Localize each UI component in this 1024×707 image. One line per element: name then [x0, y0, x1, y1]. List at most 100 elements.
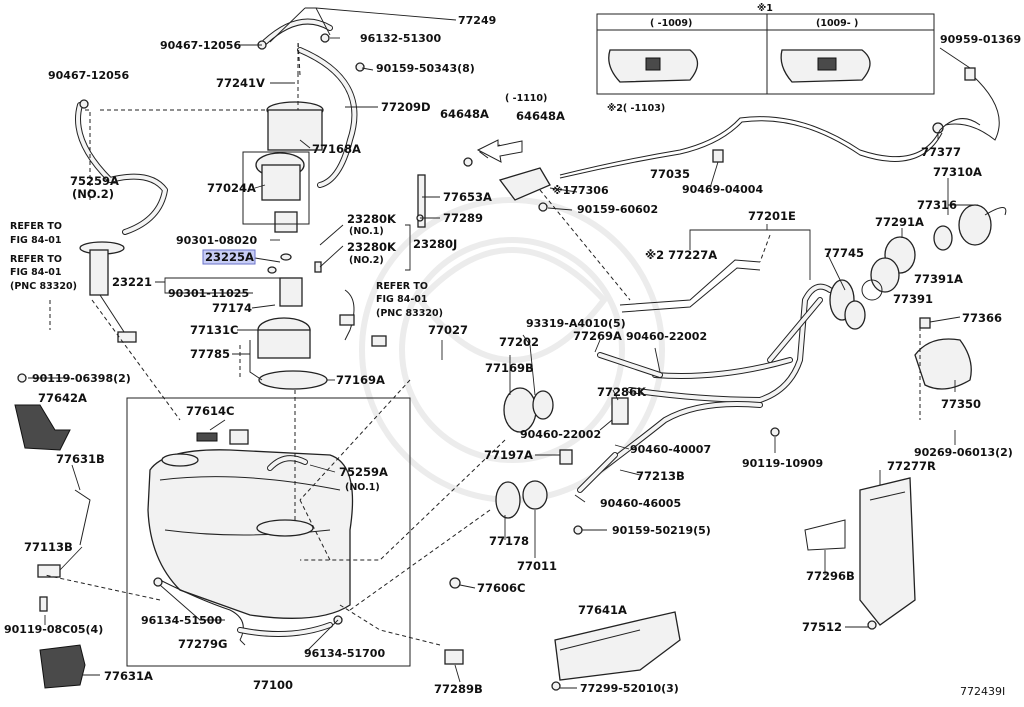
part-label[interactable]: 90119-08C05(4) — [4, 623, 103, 636]
highlight-box — [202, 249, 256, 265]
part-label[interactable]: 77289B — [434, 682, 483, 696]
part-label[interactable]: 23221 — [112, 275, 152, 289]
part-label[interactable]: 77113B — [24, 540, 73, 554]
part-label[interactable]: ※2( -1103) — [607, 103, 665, 114]
diagram-id: 772439I — [960, 685, 1005, 698]
part-label[interactable]: 77286K — [597, 385, 647, 399]
part-label[interactable]: 77241V — [216, 76, 265, 90]
part-label[interactable]: 77745 — [824, 246, 864, 260]
reference-note[interactable]: FIG 84-01 — [10, 235, 62, 246]
part-label[interactable]: 90119-06398(2) — [32, 372, 131, 385]
part-label[interactable]: 90159-60602 — [577, 203, 658, 216]
part-label[interactable]: 23280K — [347, 212, 397, 226]
part-label[interactable]: 77169B — [485, 361, 534, 375]
part-label[interactable]: 90460-22002 — [520, 428, 601, 441]
part-label[interactable]: 77131C — [190, 323, 238, 337]
part-label-highlighted[interactable]: 23225A — [205, 250, 254, 264]
part-label[interactable]: 64648A — [516, 109, 565, 123]
reference-note[interactable]: REFER TO — [10, 254, 62, 265]
part-label[interactable]: 77350 — [941, 397, 981, 411]
part-label[interactable]: (NO.2) — [72, 187, 114, 201]
part-label[interactable]: 90269-06013(2) — [914, 446, 1013, 459]
part-label[interactable]: 90959-01369 — [940, 33, 1021, 46]
part-label[interactable]: 77512 — [802, 620, 842, 634]
part-label[interactable]: 77631A — [104, 669, 153, 683]
part-label[interactable]: 77269A — [573, 329, 622, 343]
part-label[interactable]: 96132-51300 — [360, 32, 441, 45]
part-label[interactable]: 77277R — [887, 459, 936, 473]
part-label[interactable]: (1009- ) — [816, 18, 858, 29]
part-label[interactable]: 77642A — [38, 391, 87, 405]
part-label[interactable]: 23280K — [347, 240, 397, 254]
part-label[interactable]: 90467-12056 — [48, 69, 129, 82]
part-label[interactable]: 90159-50219(5) — [612, 524, 711, 537]
part-label[interactable]: (NO.1) — [345, 482, 380, 493]
fuel-tank-protector — [554, 477, 916, 681]
reference-note[interactable]: FIG 84-01 — [376, 294, 428, 305]
part-label[interactable]: 77024A — [207, 181, 256, 195]
reference-note[interactable]: REFER TO — [376, 281, 428, 292]
part-label[interactable]: 77289 — [443, 211, 483, 225]
part-label[interactable]: 90119-10909 — [742, 457, 823, 470]
part-label[interactable]: 77366 — [962, 311, 1002, 325]
part-label[interactable]: 77213B — [636, 469, 685, 483]
part-label[interactable]: 96134-51700 — [304, 647, 385, 660]
part-label[interactable]: 77641A — [578, 603, 627, 617]
part-label[interactable]: 90301-11025 — [168, 287, 249, 300]
reference-note[interactable]: REFER TO — [10, 221, 62, 232]
part-label[interactable]: (NO.2) — [349, 255, 384, 266]
part-label[interactable]: 77027 — [428, 323, 468, 337]
part-label[interactable]: 77785 — [190, 347, 230, 361]
part-label[interactable]: 77299-52010(3) — [580, 682, 679, 695]
part-label[interactable]: 64648A — [440, 107, 489, 121]
part-label[interactable]: 77209D — [381, 100, 431, 114]
part-label[interactable]: 77291A — [875, 215, 924, 229]
part-label[interactable]: 75259A — [70, 174, 119, 188]
part-label[interactable]: 75259A — [339, 465, 388, 479]
part-label[interactable]: (NO.1) — [349, 226, 384, 237]
part-label[interactable]: 77249 — [458, 14, 496, 27]
part-label[interactable]: 93319-A4010(5) — [526, 317, 626, 330]
part-label[interactable]: 77035 — [650, 167, 690, 181]
part-label[interactable]: 77197A — [484, 448, 533, 462]
part-label[interactable]: ※2 77227A — [645, 248, 717, 262]
part-label[interactable]: 77011 — [517, 559, 557, 573]
part-label[interactable]: 77279G — [178, 637, 227, 651]
part-label[interactable]: 77391A — [914, 272, 963, 286]
part-label[interactable]: 77178 — [489, 534, 529, 548]
part-label[interactable]: 23280J — [413, 237, 457, 251]
part-label[interactable]: 77614C — [186, 404, 234, 418]
part-label[interactable]: 77631B — [56, 452, 105, 466]
part-label[interactable]: ※177306 — [552, 184, 609, 197]
part-label[interactable]: 77202 — [499, 335, 539, 349]
part-label[interactable]: 77296B — [806, 569, 855, 583]
reference-note[interactable]: FIG 84-01 — [10, 267, 62, 278]
part-label[interactable]: 96134-51500 — [141, 614, 222, 627]
part-label[interactable]: 90460-40007 — [630, 443, 711, 456]
part-label[interactable]: 77377 — [921, 145, 961, 159]
part-label[interactable]: ※1 — [757, 3, 773, 14]
part-label[interactable]: 77606C — [477, 581, 525, 595]
tank-brackets — [14, 373, 91, 689]
part-label[interactable]: 90469-04004 — [682, 183, 763, 196]
reference-note[interactable]: (PNC 83320) — [10, 281, 77, 292]
part-label[interactable]: 77174 — [212, 301, 252, 315]
part-label[interactable]: 77100 — [253, 678, 293, 692]
part-label[interactable]: ( -1110) — [505, 93, 547, 104]
part-label[interactable]: 90301-08020 — [176, 234, 257, 247]
part-label[interactable]: 90467-12056 — [160, 39, 241, 52]
part-label[interactable]: 77168A — [312, 142, 361, 156]
reference-note[interactable]: (PNC 83320) — [376, 308, 443, 319]
part-label[interactable]: 90159-50343(8) — [376, 62, 475, 75]
part-label[interactable]: 77391 — [893, 292, 933, 306]
filler-cap-assembly — [861, 67, 1007, 390]
part-label[interactable]: ( -1009) — [650, 18, 692, 29]
part-label[interactable]: 77653A — [443, 190, 492, 204]
part-label[interactable]: 90460-22002 — [626, 330, 707, 343]
part-label[interactable]: 77316 — [917, 198, 957, 212]
part-label[interactable]: 90460-46005 — [600, 497, 681, 510]
part-label[interactable]: 77201E — [748, 209, 796, 223]
part-label[interactable]: 77310A — [933, 165, 982, 179]
part-label[interactable]: 77169A — [336, 373, 385, 387]
